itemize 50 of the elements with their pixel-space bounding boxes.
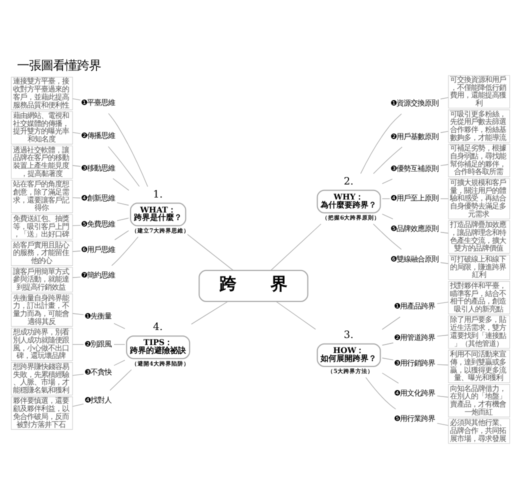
connector — [110, 236, 138, 266]
node-label: 3. — [343, 329, 353, 340]
connector — [440, 164, 448, 166]
connector — [113, 359, 125, 366]
connector — [108, 112, 148, 186]
connector — [381, 342, 394, 346]
connector — [72, 98, 80, 100]
connector — [72, 250, 80, 252]
connector — [440, 130, 448, 132]
connector — [372, 146, 402, 174]
connector — [360, 113, 402, 174]
connector — [270, 223, 321, 270]
connector — [436, 301, 448, 304]
node-label: 4. — [152, 322, 162, 333]
node-box: 跨 界 — [198, 269, 308, 302]
connector — [186, 234, 234, 270]
connector — [72, 164, 80, 166]
connector — [112, 178, 129, 190]
connector — [372, 223, 402, 250]
connector — [72, 224, 80, 226]
connector — [72, 312, 84, 315]
connector — [72, 196, 80, 198]
connector — [113, 322, 125, 329]
connector — [116, 202, 129, 206]
connector — [440, 231, 448, 234]
connector — [72, 403, 84, 406]
connector — [440, 262, 448, 264]
connector — [436, 334, 448, 336]
connector — [440, 96, 448, 99]
connector — [436, 422, 448, 426]
connector — [381, 178, 392, 184]
connector — [436, 395, 448, 398]
connector — [436, 364, 448, 365]
connector — [381, 372, 398, 384]
node-label: 1. — [152, 188, 162, 200]
connector — [190, 300, 228, 324]
connector — [72, 132, 80, 134]
connector — [114, 230, 129, 240]
connector — [116, 217, 129, 220]
node-label: 2. — [343, 176, 353, 187]
connector — [381, 213, 393, 219]
connector — [109, 368, 132, 390]
diagram-title: 一張圖看懂跨界 — [16, 58, 100, 72]
connector — [107, 146, 140, 186]
connector — [72, 276, 80, 278]
connector — [364, 376, 396, 409]
connector — [72, 373, 84, 376]
connector — [275, 300, 316, 330]
connector — [381, 316, 400, 330]
connector — [381, 357, 394, 360]
